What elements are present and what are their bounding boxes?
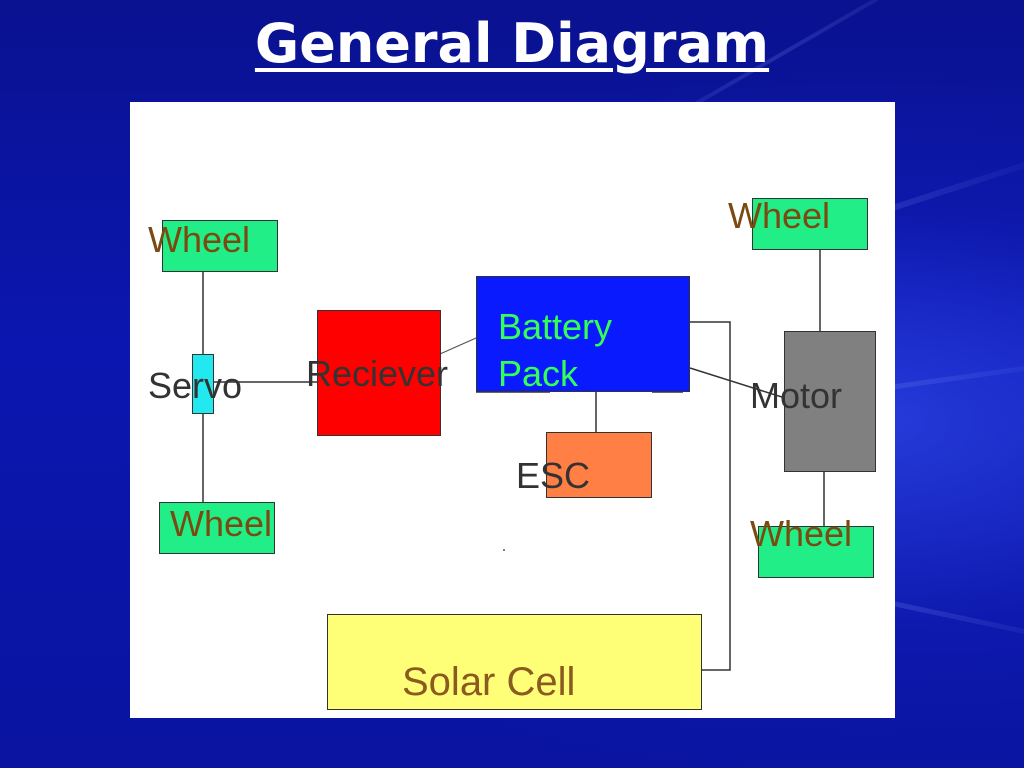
wheel-bottom-right-box — [758, 526, 874, 578]
esc-box — [546, 432, 652, 498]
wheel-top-right-box — [752, 198, 868, 250]
motor-box — [784, 331, 876, 472]
servo-box — [192, 354, 214, 414]
motor-label: Motor — [750, 375, 843, 416]
servo-label: Servo — [148, 365, 243, 406]
battery-pack-box — [476, 276, 690, 392]
esc-label: ESC — [516, 455, 591, 496]
wheel-bottom-left-label: Wheel — [170, 503, 273, 544]
connection-wires — [202, 250, 825, 671]
stray-dot — [503, 549, 505, 551]
receiver-label: Reciever — [306, 353, 449, 394]
wheel-top-right-label: Wheel — [728, 195, 831, 236]
wire-receiver-battery — [439, 337, 477, 355]
solar-cell-box — [327, 614, 702, 710]
wheel-bottom-left-box — [159, 502, 275, 554]
wheel-bottom-right-label: Wheel — [750, 513, 853, 554]
wire-battery-solar — [690, 321, 731, 671]
wheel-top-left-box — [162, 220, 278, 272]
wheel-top-left-label: Wheel — [148, 219, 251, 260]
wire-battery-motor — [689, 367, 786, 399]
receiver-box — [317, 310, 441, 436]
battery-pack-label-line2: Pack — [498, 353, 579, 394]
slide-title: General Diagram — [0, 8, 1024, 80]
diagram-panel: Wheel Servo Wheel Reciever Battery Pack … — [130, 102, 895, 718]
battery-pack-label-line1: Battery — [498, 306, 613, 347]
slide-title-text: General Diagram — [254, 12, 770, 75]
solar-cell-label: Solar Cell — [402, 660, 576, 704]
